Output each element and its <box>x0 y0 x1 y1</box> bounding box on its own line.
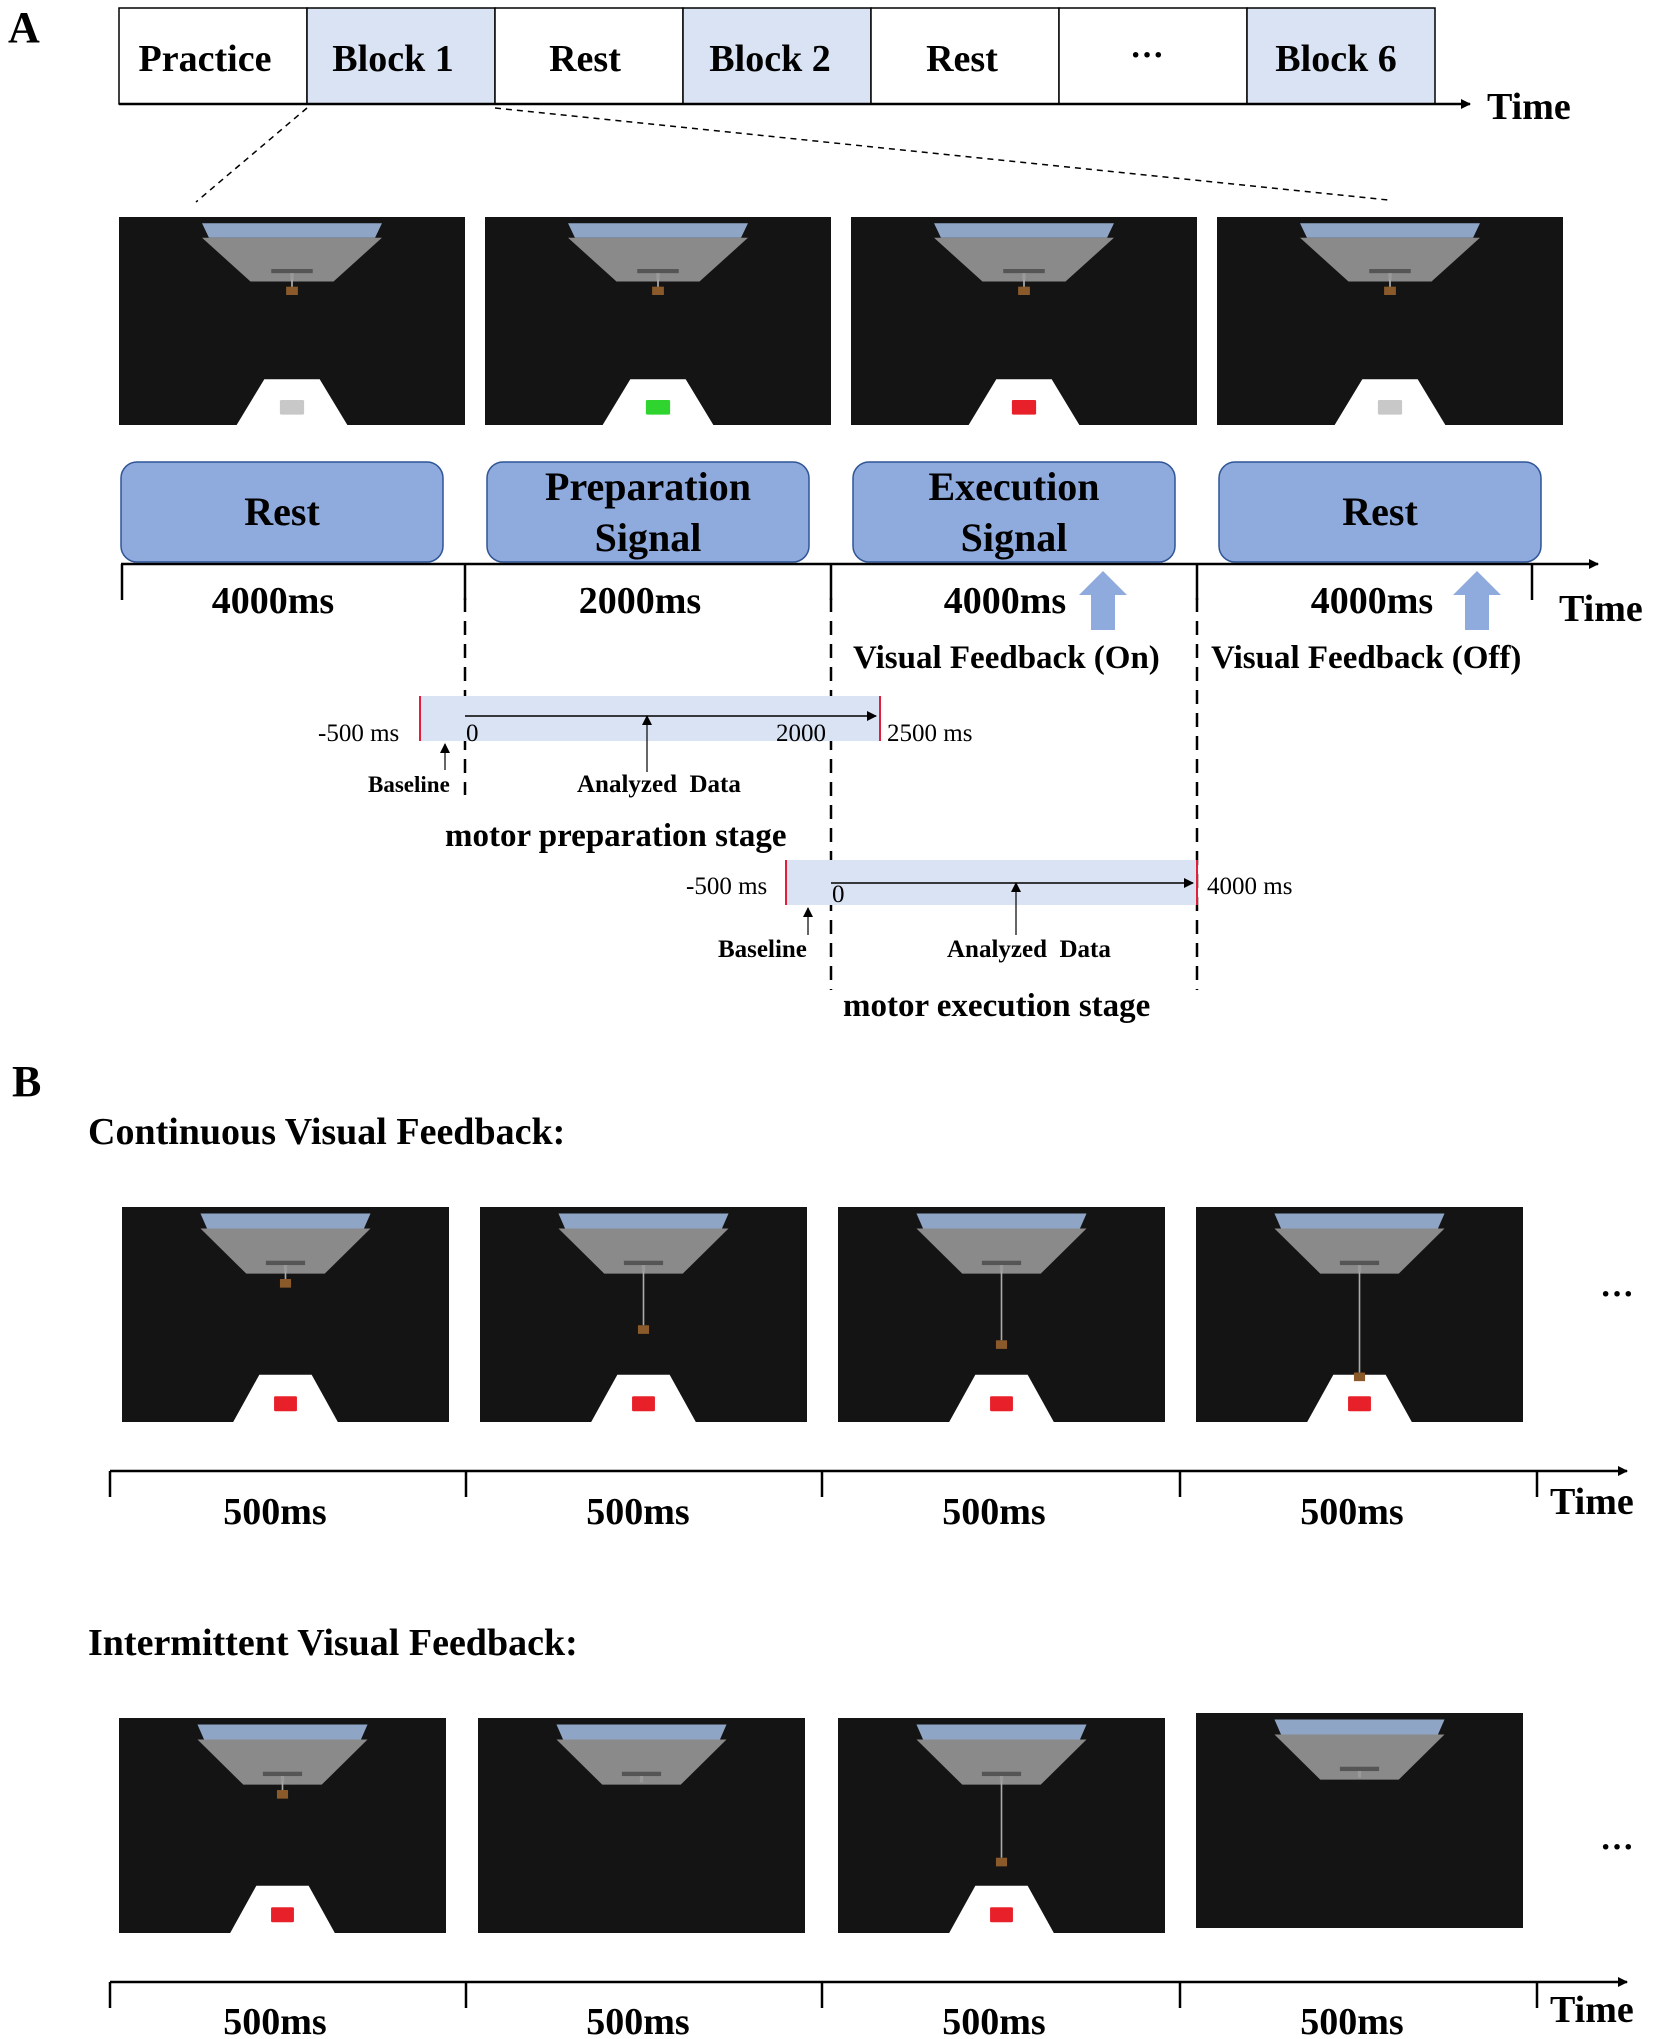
intermittent-time-label: Time <box>1550 1989 1634 2031</box>
exec-zero-label: 0 <box>832 881 845 908</box>
prep-stage-label: motor preparation stage <box>445 818 787 854</box>
block-label: Practice <box>139 38 272 80</box>
prep-analysis-window: -500 ms 0 2000 2500 ms Baseline Analyzed… <box>318 696 972 854</box>
trial-screen-rest-end <box>1217 217 1563 425</box>
intermittent-duration: 500ms <box>586 2001 689 2039</box>
phase-time-label: Time <box>1559 588 1643 630</box>
block-cell-rest-1 <box>494 7 684 105</box>
intermittent-screen-4 <box>1196 1713 1523 1928</box>
phase-label: Signal <box>961 515 1068 560</box>
block-cell-practice <box>118 7 308 105</box>
block-cell-block-1 <box>306 7 496 105</box>
exec-baseline-label: Baseline <box>718 936 807 963</box>
phase-box-rest <box>120 461 444 563</box>
intermittent-duration: 500ms <box>942 2001 1045 2039</box>
phase-duration: 4000ms <box>1311 580 1433 622</box>
phase-box-preparation <box>486 461 810 563</box>
feedback-off-label: Visual Feedback (Off) <box>1211 640 1521 676</box>
zoom-line-right <box>494 107 1389 201</box>
prep-analyzed-label: Analyzed Data <box>577 771 741 798</box>
block-label: Block 2 <box>709 38 830 80</box>
cue-icon <box>1377 400 1403 415</box>
continuous-screen-2 <box>480 1207 807 1422</box>
phase-label: Rest <box>244 489 320 534</box>
phase-time-axis: 4000ms 2000ms 4000ms 4000ms Time <box>120 559 1643 630</box>
phase-box-rest-end <box>1218 461 1542 563</box>
continuous-ellipsis: ··· <box>1600 1276 1634 1313</box>
trial-screen-preparation <box>485 217 831 425</box>
panel-a-label: A <box>8 3 40 52</box>
intermittent-screen-3 <box>838 1718 1165 1933</box>
trial-screen-execution <box>851 217 1197 425</box>
phase-duration: 4000ms <box>944 580 1066 622</box>
feedback-on-arrow <box>1079 571 1127 630</box>
continuous-duration: 500ms <box>1300 1491 1403 1533</box>
block-label: Block 1 <box>332 38 453 80</box>
block-cell-rest-2 <box>870 7 1060 105</box>
cue-icon <box>645 400 671 415</box>
panel-b-label: B <box>12 1057 41 1106</box>
phase-box-execution <box>852 461 1176 563</box>
block-cell-ellipsis <box>1058 7 1248 105</box>
exec-start-label: -500 ms <box>686 873 767 900</box>
feedback-on-label: Visual Feedback (On) <box>853 640 1160 676</box>
prep-zero-label: 0 <box>466 720 479 747</box>
phase-label: Preparation <box>545 464 751 509</box>
block-sequence: Practice Block 1 Rest Block 2 Rest ··· B… <box>118 7 1571 128</box>
continuous-screen-4 <box>1196 1207 1523 1422</box>
block-cell-block-2 <box>682 7 872 105</box>
intermittent-screen-1 <box>119 1718 446 1933</box>
intermittent-title: Intermittent Visual Feedback: <box>88 1622 578 1664</box>
exec-stage-label: motor execution stage <box>843 988 1150 1024</box>
continuous-time-axis: 500ms 500ms 500ms 500ms Time <box>108 1466 1634 1533</box>
block-label: Block 6 <box>1275 38 1396 80</box>
block-label: ··· <box>1130 37 1164 74</box>
trial-screen-rest <box>119 217 465 425</box>
phase-label: Rest <box>1342 489 1418 534</box>
continuous-duration: 500ms <box>586 1491 689 1533</box>
block-label: Rest <box>549 38 621 80</box>
continuous-duration: 500ms <box>223 1491 326 1533</box>
prep-baseline-label: Baseline <box>368 772 450 797</box>
exec-analysis-window: -500 ms 0 4000 ms Baseline Analyzed Data… <box>686 860 1292 1024</box>
continuous-screen-3 <box>838 1207 1165 1422</box>
exec-end-label: 4000 ms <box>1207 873 1292 900</box>
block-time-label: Time <box>1487 86 1571 128</box>
continuous-title: Continuous Visual Feedback: <box>88 1111 565 1153</box>
phase-boxes: Rest Preparation Signal Execution Signal… <box>120 461 1542 563</box>
phase-label: Execution <box>928 464 1099 509</box>
intermittent-time-axis: 500ms 500ms 500ms 500ms Time <box>108 1977 1634 2039</box>
continuous-screen-1 <box>122 1207 449 1422</box>
continuous-time-label: Time <box>1550 1481 1634 1523</box>
zoom-line-left <box>195 107 308 203</box>
continuous-duration: 500ms <box>942 1491 1045 1533</box>
intermittent-duration: 500ms <box>1300 2001 1403 2039</box>
phase-duration: 2000ms <box>579 580 701 622</box>
block-label: Rest <box>926 38 998 80</box>
cue-icon <box>279 400 305 415</box>
intermittent-screen-2 <box>478 1718 805 1933</box>
intermittent-ellipsis: ··· <box>1600 1829 1634 1866</box>
prep-start-label: -500 ms <box>318 720 399 747</box>
prep-end-label: 2500 ms <box>887 720 972 747</box>
phase-label: Signal <box>595 515 702 560</box>
cue-icon <box>1011 400 1037 415</box>
exec-analyzed-label: Analyzed Data <box>947 936 1111 963</box>
feedback-off-arrow <box>1453 571 1501 630</box>
phase-duration: 4000ms <box>212 580 334 622</box>
intermittent-duration: 500ms <box>223 2001 326 2039</box>
prep-inner-end-label: 2000 <box>776 720 826 747</box>
